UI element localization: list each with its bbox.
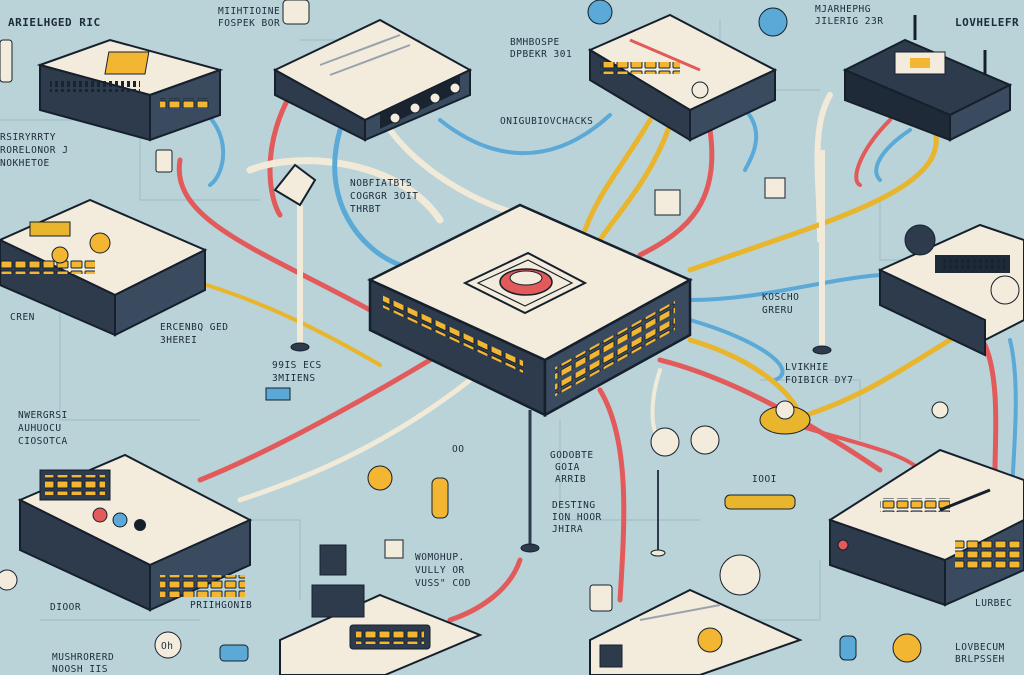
- chip-icon: [156, 150, 172, 172]
- sensor-icon: [651, 428, 679, 456]
- device-screen-icon: [320, 545, 346, 575]
- label-top-left: ARIELHGED RIC: [8, 16, 101, 29]
- module-icon: [765, 178, 785, 198]
- label-short-5: LURBEC: [975, 598, 1012, 609]
- reel-icon: [720, 555, 760, 595]
- battery-icon: [0, 40, 12, 82]
- label-short-3: OO: [452, 444, 464, 455]
- light-bulb-icon: [368, 466, 392, 490]
- label-top-right: LOVHELEFR: [955, 16, 1019, 29]
- coin-icon: [893, 634, 921, 662]
- plug-icon: [275, 165, 315, 205]
- switch-bottom-left: [20, 455, 250, 610]
- label-short-2: Oh: [161, 641, 173, 652]
- label-bottom-left-center: PRIIHGONIB: [190, 600, 252, 611]
- cable-red-8: [600, 390, 624, 600]
- gauge-icon: [991, 276, 1019, 304]
- label-short-4: IOOI: [752, 474, 777, 485]
- label-short-1: CREN: [10, 312, 35, 323]
- router-top-left: [40, 40, 220, 140]
- label-center-upper: ONIGUBIOVCHACKS: [500, 116, 593, 127]
- switch-bottom-right: [830, 450, 1024, 605]
- cable-cream-2: [390, 130, 520, 215]
- probe-icon: [432, 478, 448, 518]
- panel-icon: [655, 190, 680, 215]
- cable-red-2: [179, 160, 370, 310]
- cable-blue-7: [690, 320, 782, 380]
- lens-icon: [759, 8, 787, 36]
- cable-blue-5: [876, 130, 910, 180]
- box-bottom-center-right: [590, 590, 800, 675]
- dial-icon: [588, 0, 612, 24]
- router-top-right: [845, 15, 1010, 140]
- cable-red-6: [985, 345, 996, 470]
- cable-yellow-3: [690, 130, 936, 270]
- router-top-mid-right: [590, 15, 775, 140]
- label-bottom-left: DIOOR: [50, 602, 81, 613]
- connector-icon: [283, 0, 309, 24]
- switch-central-hub[interactable]: [370, 205, 690, 415]
- connector-bar-icon: [725, 495, 795, 509]
- box-bottom-center-left: [280, 595, 480, 675]
